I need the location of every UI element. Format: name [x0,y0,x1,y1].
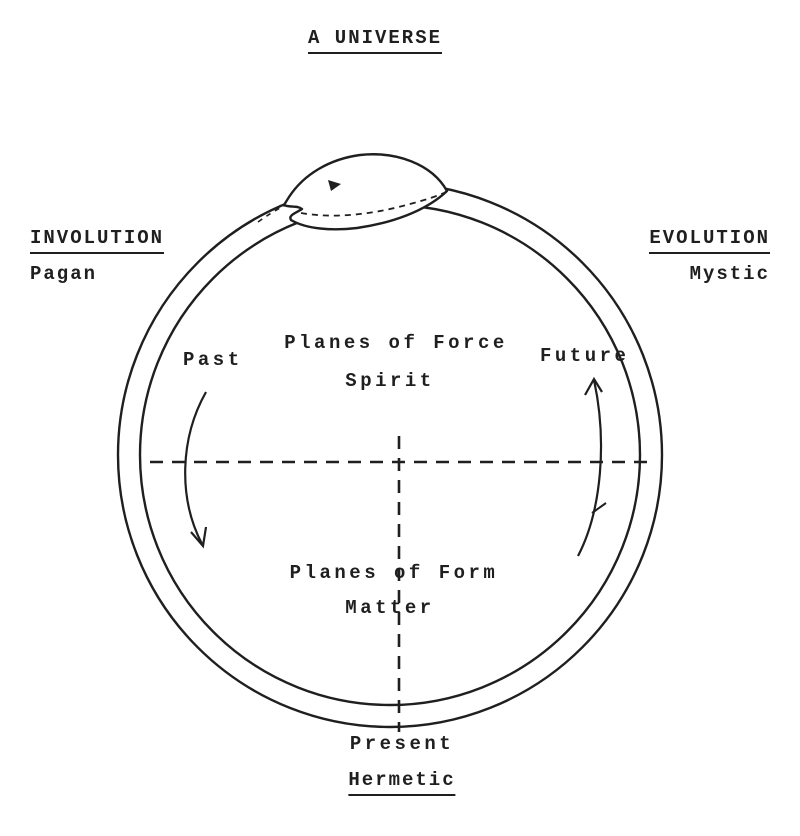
pagan-label: Pagan [30,263,98,285]
matter-label: Matter [345,597,435,619]
planes-of-form-label: Planes of Form [289,562,499,584]
snake-head [282,153,449,231]
present-label: Present [349,733,455,755]
spirit-label: Spirit [345,370,435,392]
page-title: A UNIVERSE [307,28,443,54]
past-arrow [184,391,207,545]
future-arrowhead-icon [584,376,603,396]
planes-of-force-label: Planes of Force [284,332,508,354]
tail-into-mouth-dashes [257,205,285,223]
future-arrow [577,379,603,557]
involution-label: INVOLUTION [30,228,165,254]
snake-eye-icon [328,180,341,191]
evolution-label: EVOLUTION [649,228,770,254]
snake-body-outer-ring [116,181,664,729]
mystic-label: Mystic [689,263,770,285]
future-arrow-tick [591,502,607,514]
snake-mouth-line [300,191,447,217]
hermetic-label: Hermetic [348,770,456,796]
future-label: Future [540,345,630,367]
past-label: Past [183,349,243,371]
past-arrowhead-icon [190,526,208,549]
snake-body-inner-ring [138,203,642,707]
